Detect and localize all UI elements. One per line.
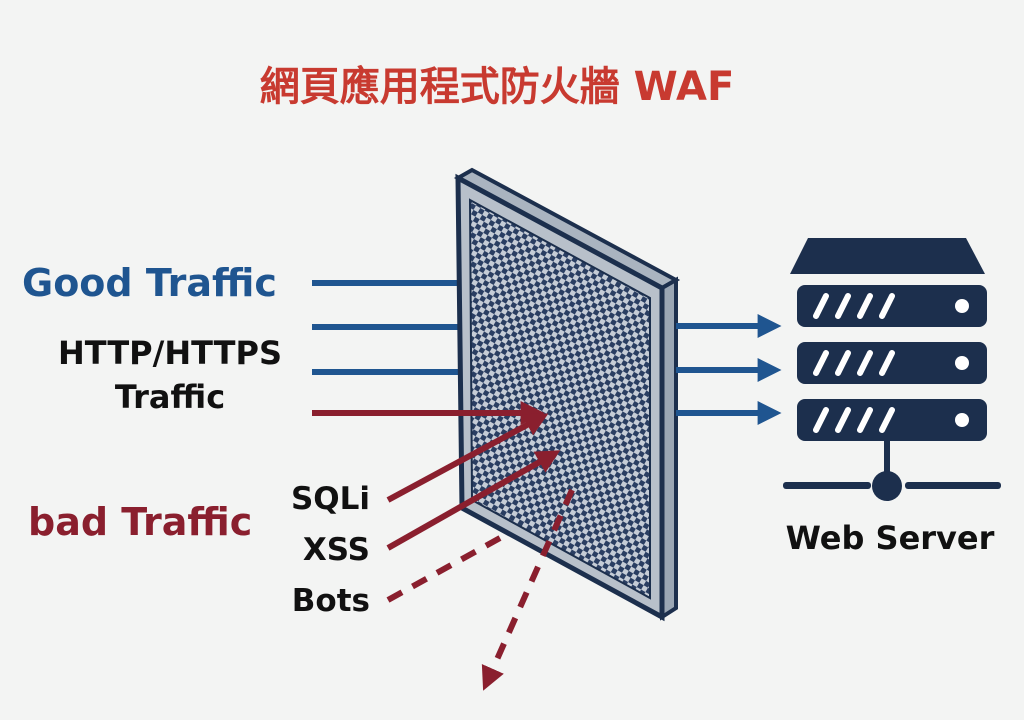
sqli-label: SQLi [291, 481, 370, 517]
diagram-title: 網頁應用程式防火牆 WAF [260, 64, 735, 110]
blocked-arrow-dashed [481, 488, 575, 691]
web-server-label: Web Server [786, 519, 995, 557]
firewall-icon [453, 167, 681, 622]
bad-arrow [386, 450, 561, 551]
bad-arrow [386, 413, 549, 503]
bad-arrow-dashed [386, 535, 502, 603]
bad-traffic-arrows [312, 401, 575, 691]
http-traffic-label-2: Traffic [115, 378, 225, 416]
bad-traffic-label: bad Traffic [28, 500, 252, 544]
http-traffic-label: HTTP/HTTPS [58, 334, 282, 372]
web-server-icon [783, 238, 1001, 501]
xss-label: XSS [303, 532, 370, 568]
bots-label: Bots [292, 583, 370, 619]
passed-traffic-arrows [676, 314, 782, 425]
good-traffic-label: Good Traffic [22, 261, 277, 305]
